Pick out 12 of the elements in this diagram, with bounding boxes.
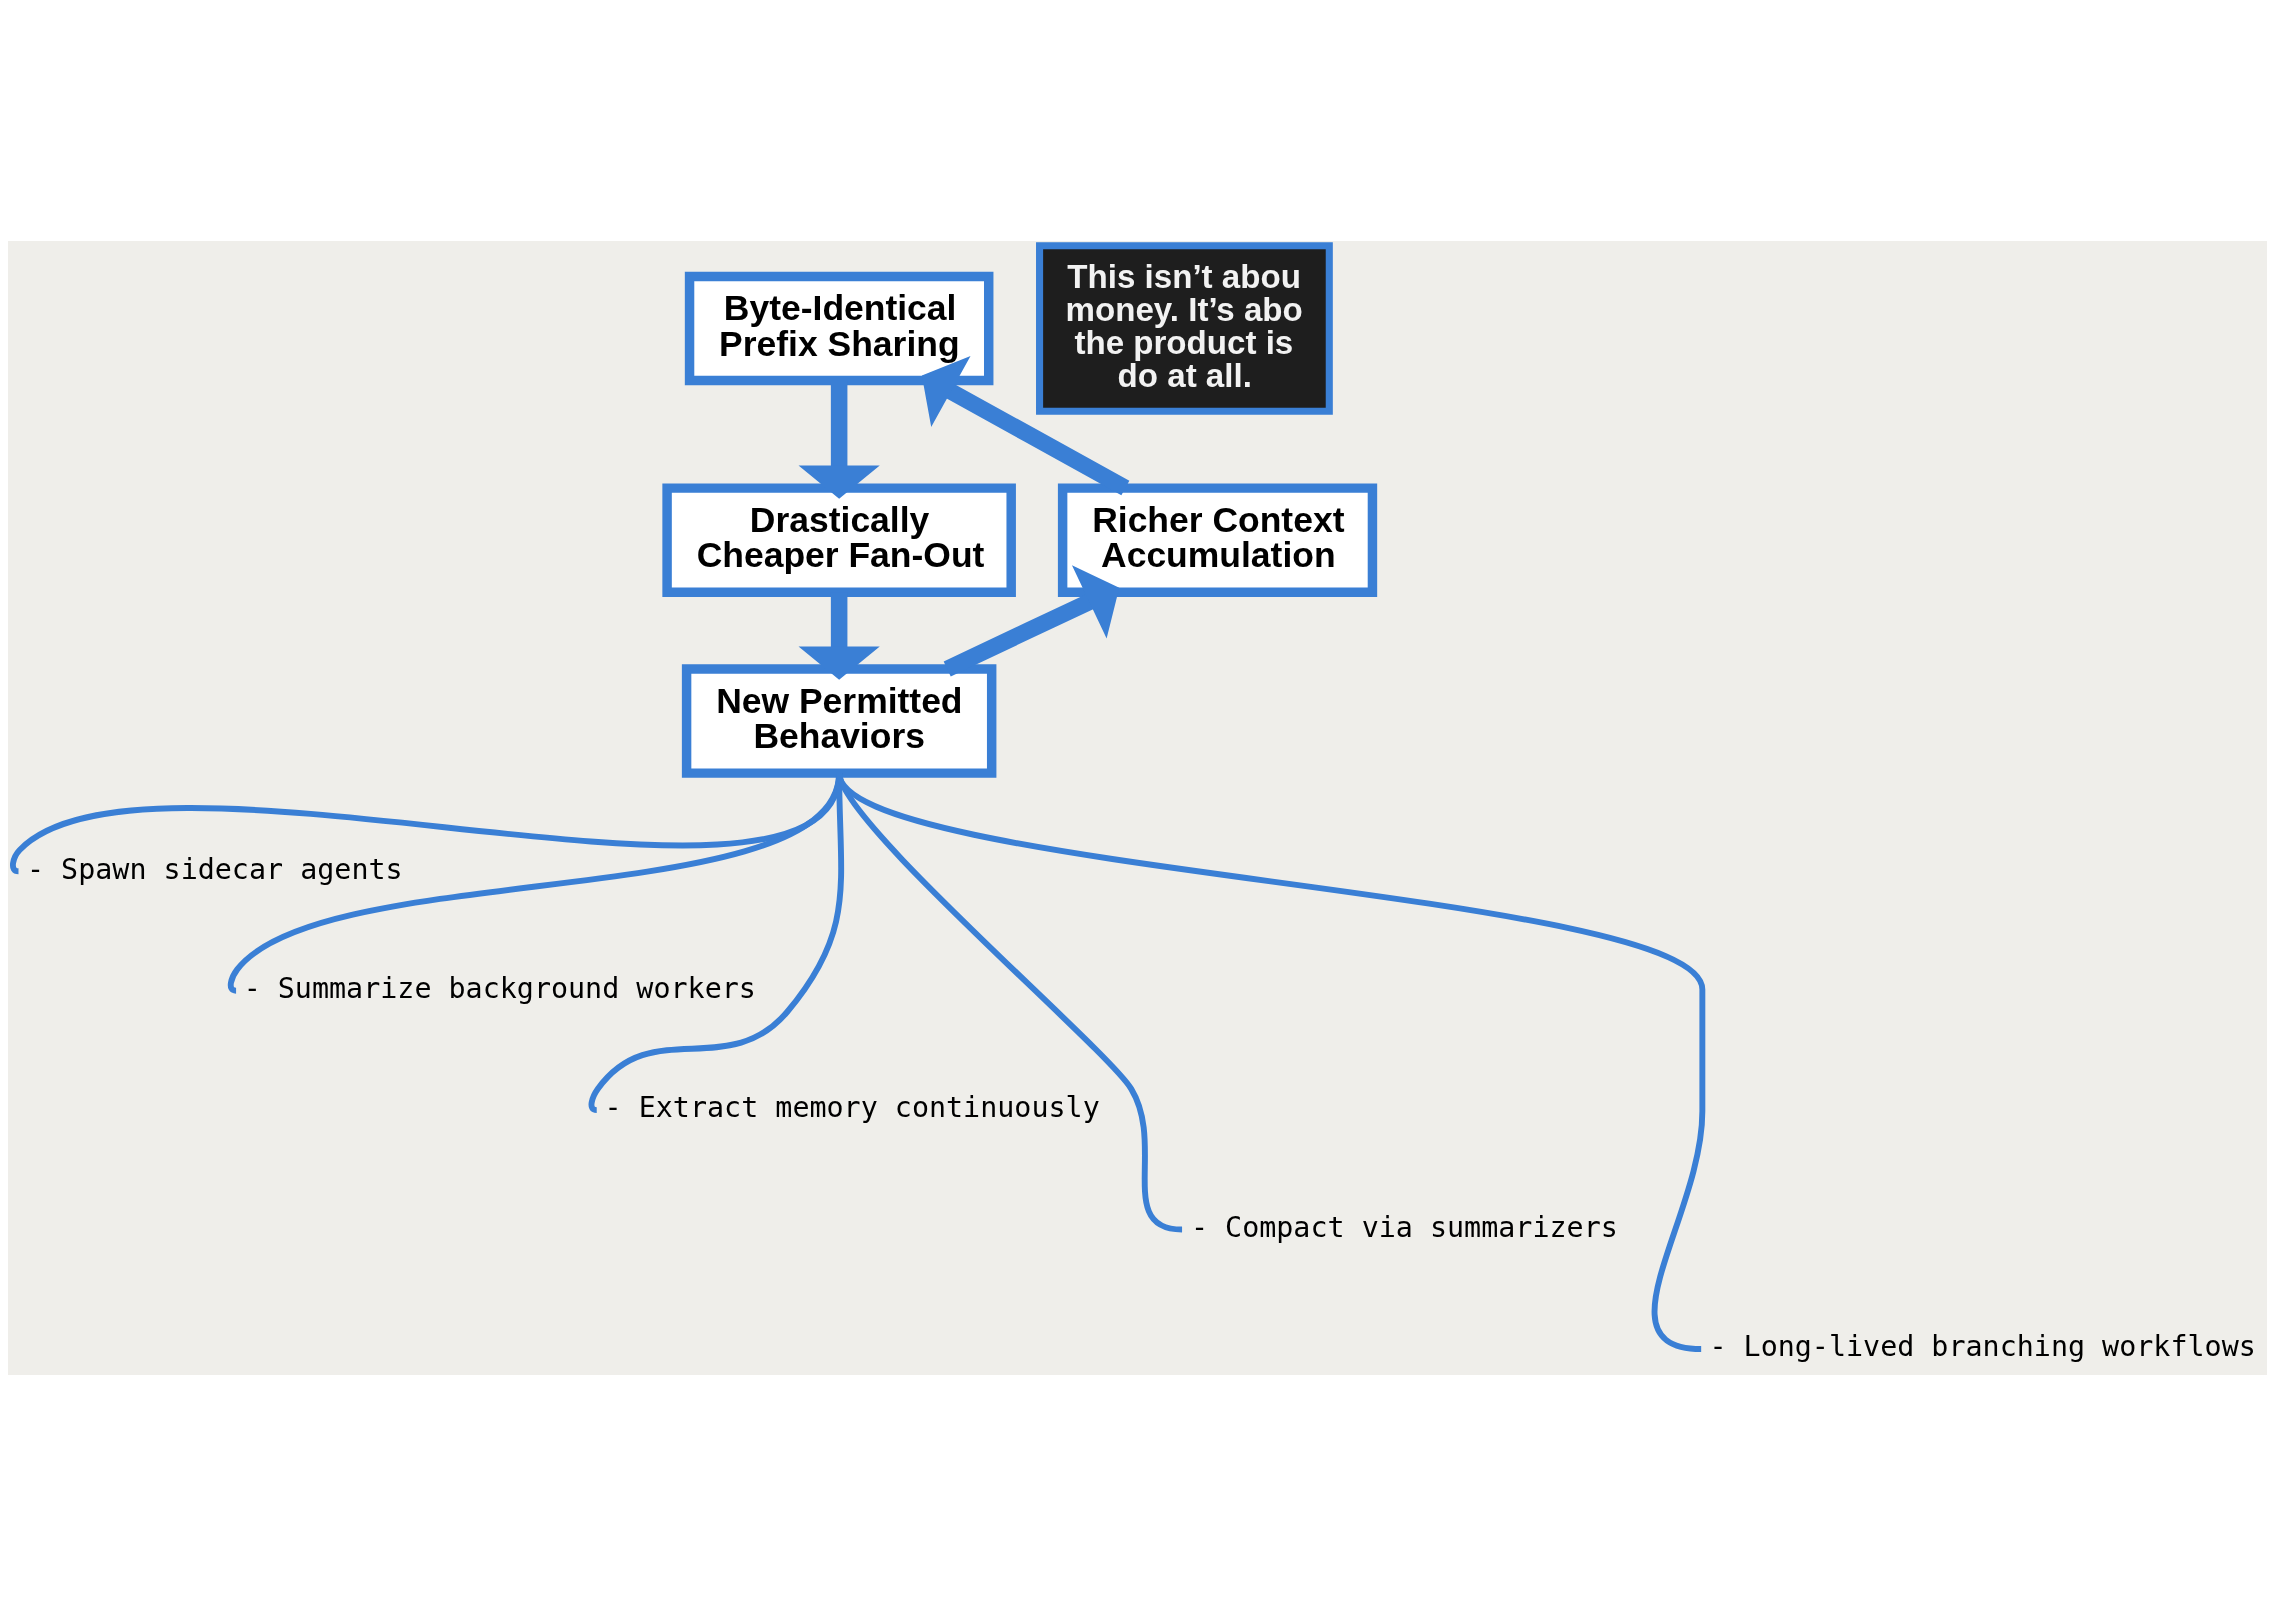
node-text: - Long-lived branching workflows [1709, 1330, 2256, 1364]
arrow [943, 565, 1120, 677]
node-box: Byte-Identical Prefix Sharing [684, 271, 994, 386]
node-box: Drastically Cheaper Fan-Out [662, 483, 1016, 597]
node-text: - Spawn sidecar agents [26, 852, 403, 886]
node-text: - Extract memory continuously [604, 1091, 1100, 1125]
arrow [921, 355, 1130, 496]
node-box: This isn’t abou money. It’s abo the product is do at all. [1036, 242, 1333, 415]
node-text: - Summarize background workers [243, 972, 756, 1006]
node-box: New Permitted Behaviors [681, 664, 997, 778]
node-text: - Compact via summarizers [1190, 1210, 1618, 1244]
node-box: Richer Context Accumulation [1057, 483, 1378, 597]
